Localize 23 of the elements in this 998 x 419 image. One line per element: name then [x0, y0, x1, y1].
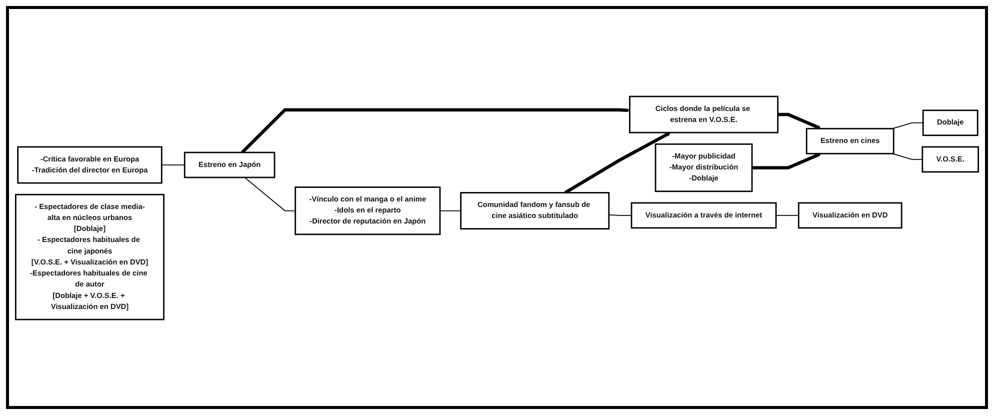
arrow: [564, 132, 671, 194]
node-box: [294, 186, 441, 235]
node-box: [460, 192, 610, 230]
node-box: [798, 202, 902, 228]
connector: [892, 122, 924, 129]
connector: [244, 176, 296, 211]
node-box: [629, 95, 779, 133]
connector: [608, 214, 632, 216]
node-box: [654, 142, 753, 192]
connector: [440, 210, 462, 211]
arrow: [241, 108, 630, 154]
node-box: [806, 127, 894, 154]
node-box: [17, 146, 162, 184]
node-box: [630, 202, 777, 228]
node-box: [15, 193, 164, 320]
connector: [161, 164, 186, 165]
node-box: [184, 151, 276, 178]
connector: [776, 214, 800, 216]
node-box: [922, 146, 979, 172]
arrow: [778, 112, 822, 129]
arrow: [752, 152, 822, 169]
node-box: [922, 109, 978, 136]
connector: [892, 152, 923, 160]
